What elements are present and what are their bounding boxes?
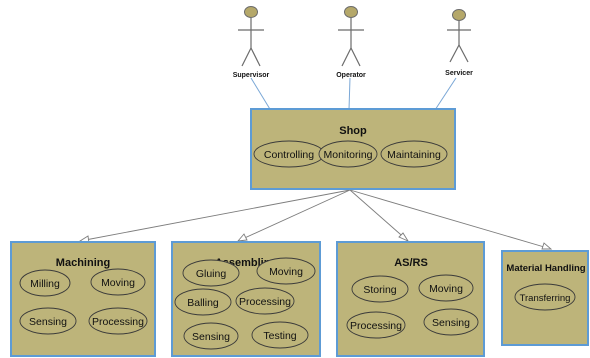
actor-label-supervisor: Supervisor xyxy=(233,72,270,79)
use-case-label: Maintaining xyxy=(387,149,441,161)
actor-head-icon xyxy=(344,6,358,18)
use-case-maintaining xyxy=(380,140,448,168)
use-case-label: Moving xyxy=(101,277,135,289)
use-case-milling xyxy=(19,269,71,297)
use-case-gluing xyxy=(182,259,240,287)
use-case-label: Gluing xyxy=(196,268,227,280)
use-case-sensing xyxy=(423,308,479,336)
machining-boundary xyxy=(10,241,156,357)
use-case-moving xyxy=(256,257,316,285)
use-case-label: Processing xyxy=(350,320,402,332)
use-case-testing xyxy=(251,321,309,349)
actor-label-servicer: Servicer xyxy=(445,70,473,77)
material-handling-subsystem-box: Material Handling Transferring xyxy=(501,250,589,346)
assembling-subsystem-box: Assembling Gluing Moving Balling Process… xyxy=(171,241,321,357)
use-case-label: Sensing xyxy=(192,331,230,343)
generalization-arrowhead xyxy=(236,233,248,242)
use-case-monitoring xyxy=(318,140,378,168)
actor-servicer: Servicer xyxy=(445,9,473,77)
use-case-sensing xyxy=(183,322,239,350)
use-case-label: Testing xyxy=(263,330,296,342)
generalization-assembling xyxy=(237,189,351,242)
actor-right-leg xyxy=(458,44,469,63)
use-case-moving xyxy=(90,268,146,296)
actor-left-leg xyxy=(341,47,352,67)
use-case-processing xyxy=(88,307,148,335)
use-case-processing xyxy=(235,287,295,315)
generalization-material-handling xyxy=(349,189,552,250)
use-case-label: Milling xyxy=(30,278,60,290)
actor-right-leg xyxy=(350,47,361,67)
actor-left-leg xyxy=(449,44,460,63)
use-case-label: Storing xyxy=(363,284,396,296)
use-case-label: Sensing xyxy=(29,316,67,328)
material-handling-title: Material Handling xyxy=(506,263,585,274)
use-case-label: Controlling xyxy=(264,149,314,161)
actor-right-leg xyxy=(250,47,261,67)
use-case-label: Transferring xyxy=(520,293,571,304)
shop-title: Shop xyxy=(339,125,367,137)
use-case-moving xyxy=(418,274,474,302)
shop-system-box: Shop Controlling Monitoring Maintaining xyxy=(250,108,456,190)
use-case-label: Moving xyxy=(429,283,463,295)
use-case-label: Balling xyxy=(187,297,219,309)
use-case-transferring xyxy=(514,283,576,311)
use-case-processing xyxy=(346,311,406,339)
machining-title: Machining xyxy=(56,257,110,269)
actor-head-icon xyxy=(452,9,466,21)
use-case-label: Sensing xyxy=(432,317,470,329)
use-case-label: Moving xyxy=(269,266,303,278)
actor-supervisor: Supervisor xyxy=(233,6,270,79)
actor-left-leg xyxy=(241,47,252,67)
actor-label-operator: Operator xyxy=(336,72,366,79)
use-case-storing xyxy=(351,275,409,303)
use-case-label: Monitoring xyxy=(323,149,372,161)
actor-operator: Operator xyxy=(336,6,366,79)
asrs-subsystem-box: AS/RS Storing Moving Processing Sensing xyxy=(336,241,485,357)
use-case-label: Processing xyxy=(239,296,291,308)
generalization-asrs xyxy=(349,189,409,242)
asrs-title: AS/RS xyxy=(394,257,428,269)
generalization-machining xyxy=(79,189,351,242)
use-case-balling xyxy=(174,288,232,316)
machining-subsystem-box: Machining Milling Moving Sensing Process… xyxy=(10,241,156,357)
actor-head-icon xyxy=(244,6,258,18)
use-case-sensing xyxy=(19,307,77,335)
use-case-label: Processing xyxy=(92,316,144,328)
generalization-arrowhead xyxy=(398,232,410,243)
generalization-arrowhead xyxy=(541,242,553,250)
